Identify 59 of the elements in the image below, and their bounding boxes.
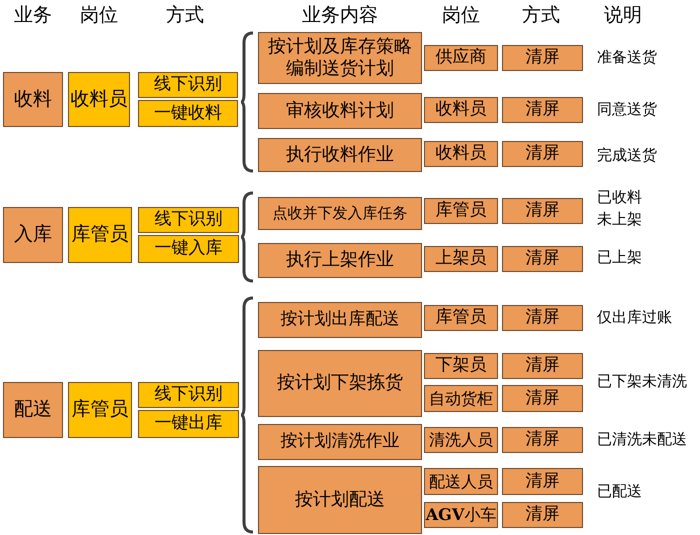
column-header: 业务内容 [302, 3, 379, 28]
task-box: 点收并下发入库任务 [258, 197, 422, 230]
column-header: 业务 [14, 3, 53, 28]
task-box: 执行收料作业 [258, 138, 422, 172]
status-note: 完成送货 [597, 145, 658, 166]
method-box: 线下识别 [138, 72, 238, 98]
column-header: 说明 [604, 3, 643, 28]
method-box: 清屏 [502, 353, 583, 379]
role-box: 收料员 [68, 72, 130, 127]
task-box: 按计划下架拣货 [258, 350, 422, 417]
role-box: 配送人员 [424, 468, 498, 495]
method-box: 一键收料 [138, 100, 238, 127]
process-box: 配送 [3, 382, 63, 438]
method-box: 清屏 [502, 97, 583, 123]
method-box: 清屏 [502, 198, 583, 224]
role-box: AGV小车 [424, 502, 498, 528]
role-box: 库管员 [424, 305, 498, 331]
task-box: 按计划清洗作业 [258, 424, 422, 460]
method-box: 一键入库 [138, 235, 239, 263]
task-box: 执行上架作业 [258, 243, 422, 278]
process-box: 入库 [3, 207, 63, 263]
role-box: 上架员 [424, 246, 498, 272]
method-box: 清屏 [502, 502, 583, 528]
task-box: 按计划配送 [258, 466, 422, 534]
status-note: 同意送货 [597, 99, 658, 120]
method-box: 一键出库 [138, 410, 239, 438]
column-header: 岗位 [80, 3, 119, 28]
status-note: 已配送 [597, 481, 643, 502]
column-header: 方式 [522, 3, 561, 28]
task-box: 按计划及库存策略编制送货计划 [258, 32, 422, 84]
method-box: 清屏 [502, 427, 583, 453]
method-box: 线下识别 [138, 207, 239, 233]
process-box: 收料 [3, 72, 63, 127]
method-box: 清屏 [502, 305, 583, 331]
status-note: 已下架未清洗 [597, 371, 688, 392]
role-box: 下架员 [424, 353, 498, 379]
method-box: 清屏 [502, 385, 583, 412]
role-box: 收料员 [424, 97, 498, 123]
task-box: 按计划出库配送 [258, 302, 422, 338]
status-note: 仅出库过账 [597, 307, 673, 328]
status-note: 已上架 [597, 247, 643, 268]
role-box: 库管员 [68, 382, 132, 438]
method-box: 清屏 [502, 246, 583, 272]
status-note: 准备送货 [597, 47, 658, 68]
status-note: 已收料未上架 [597, 187, 643, 230]
column-header: 岗位 [442, 3, 481, 28]
role-box: 清洗人员 [424, 427, 498, 453]
task-box: 审核收料计划 [258, 93, 422, 129]
method-box: 线下识别 [138, 382, 239, 408]
status-note: 已清洗未配送 [597, 429, 688, 450]
role-box: 库管员 [68, 207, 132, 263]
role-box: 库管员 [424, 198, 498, 224]
method-box: 清屏 [502, 141, 583, 167]
role-box: 供应商 [424, 45, 498, 71]
method-box: 清屏 [502, 45, 583, 71]
role-box: 收料员 [424, 141, 498, 167]
method-box: 清屏 [502, 468, 583, 495]
role-box: 自动货柜 [424, 385, 498, 412]
column-header: 方式 [166, 3, 205, 28]
